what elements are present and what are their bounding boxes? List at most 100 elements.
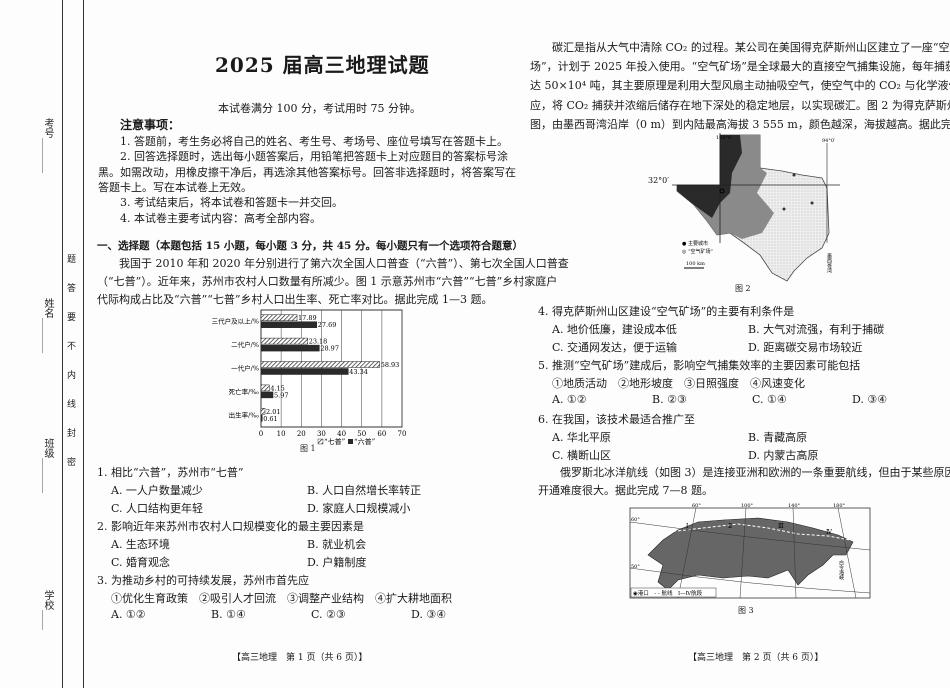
answer-option: B. 青藏高原	[748, 431, 808, 444]
lon-label-left: 103°0′	[716, 135, 733, 141]
page-title: 2025 届高三地理试题	[215, 53, 430, 77]
notice-line: 1. 答题前，考生务必将自己的姓名、考生号、考场号、座位号填写在答题卡上。	[120, 135, 508, 148]
seal-char: 不	[67, 342, 77, 352]
data-label: 27.69	[318, 321, 337, 329]
passage-line: 开通难度很大。据此完成 7—8 题。	[538, 484, 713, 497]
legend-label: “七普”	[324, 437, 346, 445]
category-label: 死亡率/‰	[229, 387, 260, 396]
notice-line: 2. 回答选择题时，选出每小题答案后，用铅笔把答题卡上对应题目的答案标号涂	[120, 150, 508, 164]
answer-option: C. ②③	[311, 608, 346, 621]
answer-option: B. ①④	[211, 608, 246, 621]
lon-100-line	[739, 507, 747, 599]
field-label: 姓名	[42, 298, 53, 318]
bar-seventh-census	[260, 384, 270, 392]
answer-option: C. 交通网发达，便于运输	[552, 341, 678, 354]
field-label: 班级	[42, 438, 53, 458]
notice-line: 答题卡上。写在本试卷上无效。	[98, 180, 252, 194]
figure3-caption: 图 3	[738, 606, 754, 615]
legend-swatch-sixth	[348, 439, 353, 444]
data-label: 5.97	[274, 391, 288, 399]
seal-char: 封	[67, 429, 77, 439]
notice-line: 黑。如需改动，用橡皮擦干净后，再选涂其他答案标号。回答非选择题时，将答案写在	[98, 165, 516, 179]
map3-legend-box	[630, 587, 717, 598]
scale-label: 100 km	[686, 261, 705, 267]
lon-label-right: 94°0′	[822, 138, 836, 144]
x-tick-label: 0	[259, 430, 263, 438]
seal-char: 答	[67, 284, 77, 294]
field-label: 学校	[42, 590, 53, 610]
seal-char: 密	[67, 458, 77, 468]
bar-seventh-census	[260, 408, 266, 415]
seal-char: 要	[67, 313, 77, 323]
passage: 我国于 2010 年和 2020 年分别进行了第六次全国人口普查（“六普”）、第…	[97, 255, 569, 310]
x-tick-label: 40	[337, 430, 346, 438]
lat-50-line	[629, 567, 871, 594]
lon-label: 140°	[788, 503, 801, 509]
binding-line-inner	[83, 0, 84, 688]
answer-option: C. 人口结构更年轻	[111, 502, 204, 515]
bar-seventh-census	[260, 314, 298, 321]
data-label: 58.93	[381, 361, 400, 369]
x-tick-label: 30	[317, 430, 326, 438]
field-label: 考号	[42, 118, 53, 138]
legend-label: “六普”	[354, 437, 376, 445]
passage-line: 达 50×10⁴ 吨，其主要原理是利用大型风扇主动抽吸空气，使空气中的 CO₂ …	[530, 79, 950, 93]
russia-landmass	[647, 517, 854, 591]
lon-label: 60°	[692, 503, 701, 509]
answer-option: C. ①④	[752, 393, 787, 406]
notice-heading: 注意事项：	[120, 118, 181, 132]
passage-line: 场”，计划于 2025 年投入使用。“空气矿场”是全球最大的直接空气捕集设施，每…	[530, 60, 950, 74]
category-label: 一代户/%	[231, 364, 259, 373]
binding-line-outer	[62, 0, 63, 688]
legend-city: ● 主要城市	[682, 240, 708, 247]
question-statements: ①地质活动 ②地形坡度 ③日照强度 ④风速变化	[552, 377, 805, 390]
answer-option: B. ②③	[652, 393, 687, 406]
lon-60-line	[677, 507, 697, 599]
passage-line: 应，将 CO₂ 捕获并浓缩后储存在地下深处的稳定地层，以实现碳汇。图 2 为得克…	[530, 98, 950, 112]
bar-seventh-census	[260, 361, 380, 368]
figure2-caption: 图 2	[735, 284, 751, 293]
category-label: 二代户/%	[231, 340, 259, 349]
field-class: 班级_______	[42, 438, 53, 493]
data-label: 0.61	[263, 415, 277, 423]
segment-label: Ⅰ	[686, 523, 689, 530]
answer-option: D. 户籍制度	[307, 556, 367, 569]
lat-label: 50°	[631, 564, 640, 570]
strait-label: 白令海峡	[838, 559, 844, 581]
answer-option: D. 内蒙古高原	[748, 449, 819, 462]
map3-legend: ◉港口 - - 航线 Ⅰ—Ⅳ航段	[633, 589, 703, 597]
answer-option: C. 横断山区	[552, 449, 612, 462]
answer-option: A. ①②	[552, 393, 587, 406]
answer-option: A. 生态环境	[111, 538, 170, 551]
lon-180-line	[837, 507, 857, 599]
question-stem: 1. 相比“六普”，苏州市“七普”	[97, 466, 244, 479]
x-tick-label: 10	[277, 430, 286, 438]
figure1-caption: 图 1	[300, 444, 316, 453]
answer-option: A. 一人户数量减少	[111, 484, 203, 497]
category-label: 三代户及以上/%	[212, 317, 259, 326]
segment-label: Ⅳ	[826, 529, 833, 536]
passage-line: 碳汇是指从大气中清除 CO₂ 的过程。某公司在美国得克萨斯州山区建立了一座“空气…	[552, 41, 950, 54]
answer-option: C. 婚育观念	[111, 556, 171, 569]
passage-line: 代际构成占比及“六普”“七普”乡村人口出生率、死亡率对比。据此完成 1—3 题。	[97, 293, 493, 306]
passage-line: 图，由墨西哥湾沿岸（0 m）到内陆最高海拔 3 555 m，颜色越深，海拔越高。…	[530, 117, 950, 131]
legend-air-mine: ◎ “空气矿场”	[682, 248, 714, 255]
bar-sixth-census	[260, 415, 263, 422]
data-label: 2.01	[266, 408, 280, 416]
category-label: 出生率/‰	[229, 410, 260, 419]
air-mine-marker	[719, 188, 725, 194]
passage-line: （“七普”）。近年来，苏州市农村人口数量有所减少。图 1 示意苏州市“六普”“七…	[97, 275, 558, 288]
seal-char: 题	[67, 255, 77, 265]
x-tick-label: 60	[377, 430, 386, 438]
field-school: 学校____	[42, 590, 53, 630]
notice-list: 1. 答题前，考生务必将自己的姓名、考生号、考场号、座位号填写在答题卡上。 2. …	[98, 133, 516, 228]
figure3-russia-map: 60° 100° 140° 180° 60° 50° Ⅰ Ⅱ Ⅲ Ⅳ 白令海峡 …	[629, 503, 871, 599]
field-exam-number: 考号_______	[42, 118, 53, 173]
notice-line: 3. 考试结束后，将本试卷和答题卡一并交回。	[120, 196, 343, 210]
segment-label: Ⅲ	[778, 523, 784, 530]
bar-sixth-census	[260, 391, 274, 399]
city-marker	[810, 201, 814, 205]
